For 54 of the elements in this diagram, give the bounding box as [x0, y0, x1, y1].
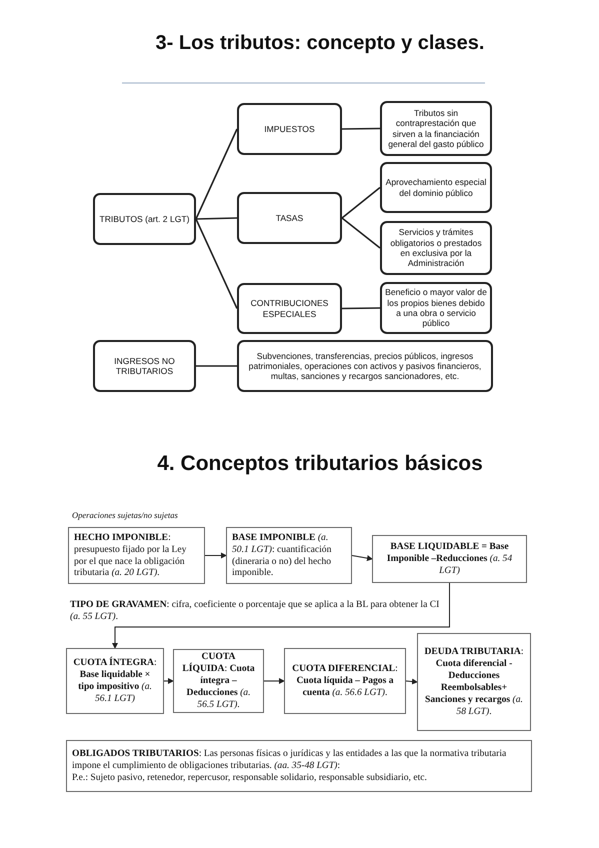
rounded-box: [237, 283, 342, 334]
box-text: BASE LIQUIDABLE = Base Imponible –Reducciones (a. 54 LGT): [386, 541, 514, 577]
box-text: BASE IMPONIBLE (a. 50.1 LGT): cuantificación (dineraria o no) del hecho imponible.: [232, 532, 332, 580]
rounded-box: [237, 340, 493, 392]
box-text: Servicios y trámites obligatorios o prestados en exclusiva por la Administración: [389, 227, 483, 269]
concept-box: [226, 527, 352, 584]
box-text: P.e.: Sujeto pasivo, retenedor, repercusor, responsable solidario, responsable subsidiario, etc.: [72, 772, 428, 784]
concept-box: [173, 649, 264, 713]
connector-line: [196, 217, 238, 220]
rounded-box: [237, 192, 342, 244]
arrow: [112, 582, 450, 649]
edge-label: TIPO DE GRAVAMEN: cifra, coeficiente o porcentaje que se aplica a la BL para obtener la CI (a. 55 LGT).: [70, 599, 440, 622]
connector-line: [195, 128, 238, 220]
rounded-box: [380, 101, 492, 156]
connector-line: [195, 218, 238, 309]
box-text: Tributos sin contraprestación que sirven a la financiación general del gasto público: [387, 108, 485, 150]
concept-box: [417, 633, 531, 731]
arrow: [164, 678, 174, 684]
concept-box: [372, 535, 527, 583]
box-text: INGRESOS NO TRIBUTARIOS: [113, 356, 176, 376]
rounded-box: [380, 221, 492, 275]
box-text: OBLIGADOS TRIBUTARIOS: Las personas físicas o jurídicas y las entidades a las que la normativa tributaria impone el cumplimiento de obligaciones tributarias. (aa. 35-48 LGT):: [72, 748, 508, 772]
box-text: CUOTA ÍNTEGRA: Base liquidable × tipo impositivo (a. 56.1 LGT): [72, 657, 158, 705]
box-text: CUOTA DIFERENCIAL: Cuota líquida – Pagos a cuenta (a. 56.6 LGT).: [291, 663, 399, 699]
concept-box: [66, 740, 532, 792]
concept-box: [66, 648, 164, 714]
box-text: Aprovechamiento especial del dominio público: [385, 177, 487, 198]
connector-line: [342, 186, 380, 219]
box-text: TASAS: [274, 212, 304, 224]
rounded-box: [237, 103, 342, 155]
arrow: [406, 678, 418, 685]
concept-box: [284, 648, 406, 714]
arrow: [352, 555, 373, 562]
slide-title: 4. Conceptos tributarios básicos: [156, 452, 484, 476]
slide-title: 3- Los tributos: concepto y clases.: [154, 32, 486, 55]
arrow: [204, 552, 227, 558]
concept-box: [68, 527, 205, 584]
connector-line: [342, 307, 380, 310]
connector-line: [342, 128, 380, 130]
box-text: DEUDA TRIBUTARIA: Cuota diferencial - Deducciones Reembolsables+ Sanciones y recargos (a. 58 LGT).: [423, 646, 525, 718]
box-text: HECHO IMPONIBLE: presupuesto fijado por la Ley por el que nace la obligación tributaria (a. 20 LGT).: [74, 532, 188, 580]
box-text: CUOTA LÍQUIDA: Cuota íntegra – Deducciones (a. 56.5 LGT).: [181, 651, 256, 711]
rounded-box: [93, 340, 196, 392]
box-text: CONTRIBUCIONES ESPECIALES: [250, 298, 330, 319]
box-text: TRIBUTOS (art. 2 LGT): [98, 214, 191, 224]
box-text: Beneficio o mayor valor de los propios bienes debido a una obra o servicio público: [385, 287, 487, 329]
rounded-box: [93, 193, 196, 245]
note-text: Operaciones sujetas/no sujetas: [72, 510, 179, 520]
box-text: IMPUESTOS: [263, 124, 316, 134]
box-text: Subvenciones, transferencias, precios públicos, ingresos patrimoniales, operaciones con activos y pasivos financieros, multas, sanciones y recargos sancionadores, etc.: [248, 350, 482, 382]
rounded-box: [380, 162, 492, 213]
connector-line: [342, 217, 380, 249]
connector-line: [196, 365, 237, 367]
arrow: [264, 678, 285, 684]
